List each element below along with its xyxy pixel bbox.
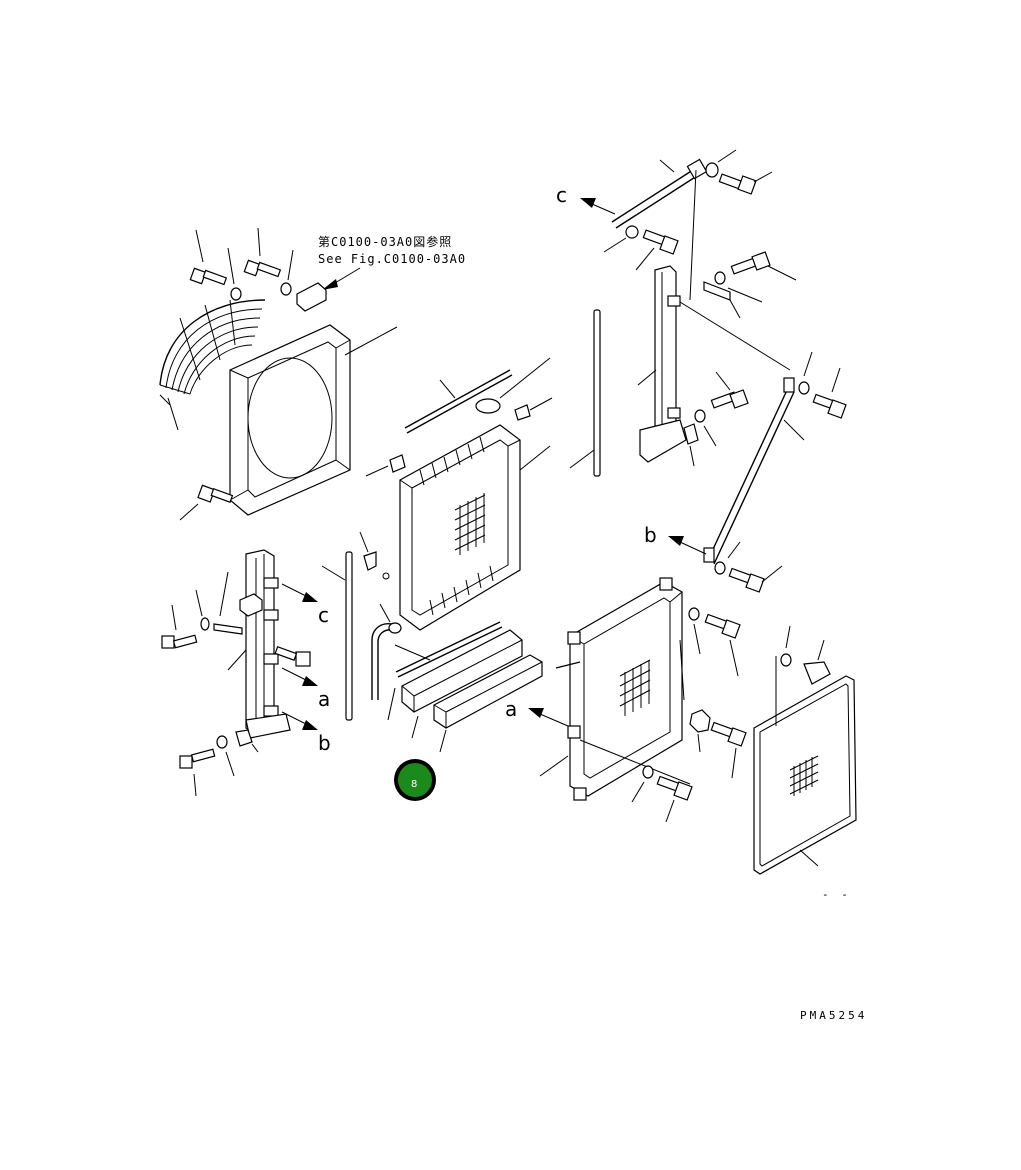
ref-arrow-b-right: b bbox=[644, 523, 707, 555]
net-screen bbox=[753, 656, 857, 875]
ref-arrow-b-left: b bbox=[281, 711, 331, 755]
bolt-right-1 bbox=[730, 251, 797, 281]
drain-valve bbox=[359, 531, 390, 580]
washer-left-2 bbox=[216, 735, 235, 777]
ref-arrow-c-top: c bbox=[556, 183, 616, 215]
bolt-shroud-lower bbox=[179, 484, 234, 521]
washer-shroud-1 bbox=[227, 247, 242, 301]
plate-left bbox=[213, 571, 243, 635]
svg-text:8: 8 bbox=[411, 779, 417, 790]
seal-strip-top bbox=[404, 369, 513, 434]
note-arrow bbox=[322, 267, 361, 290]
bolt-top-2 bbox=[635, 229, 679, 271]
svg-text:b: b bbox=[644, 523, 657, 547]
svg-text:c: c bbox=[318, 603, 329, 627]
reference-note-jp: 第C0100-03A0図参照 bbox=[318, 234, 452, 249]
net-frame bbox=[539, 577, 685, 801]
washer-left-1 bbox=[195, 589, 210, 631]
washer-diag-2 bbox=[714, 541, 741, 575]
ref-arrow-a-left: a bbox=[281, 667, 330, 711]
seal-block-small-1 bbox=[514, 397, 553, 421]
fan-shroud bbox=[229, 324, 398, 516]
seal-block-small-2 bbox=[365, 454, 406, 477]
svg-text:a: a bbox=[318, 687, 330, 711]
reference-note-en: See Fig.C0100-03A0 bbox=[318, 252, 466, 266]
drawing-code: PMA5254 bbox=[800, 1009, 867, 1022]
seal-block-2 bbox=[433, 654, 543, 753]
ref-arrow-c-left: c bbox=[281, 583, 329, 627]
washer-right-2 bbox=[694, 409, 717, 447]
bolt-right-2 bbox=[710, 371, 749, 409]
seal-strip-tall bbox=[569, 309, 601, 477]
bolt-frame-2 bbox=[710, 721, 747, 779]
seal-block-1 bbox=[401, 629, 523, 739]
washer-net bbox=[780, 625, 792, 667]
svg-text:a: a bbox=[505, 697, 517, 721]
bolt-left-3 bbox=[179, 748, 216, 797]
support-left bbox=[227, 549, 291, 739]
pin-frame bbox=[555, 661, 691, 785]
bolt-diag-1 bbox=[812, 367, 847, 419]
washer-frame-2 bbox=[631, 765, 654, 803]
svg-text:b: b bbox=[318, 731, 331, 755]
callout-marker[interactable]: 8 bbox=[394, 759, 436, 801]
radiator-cap bbox=[475, 357, 551, 414]
clip-right bbox=[683, 423, 699, 467]
wing-bolt-net bbox=[803, 639, 831, 685]
nut-frame bbox=[689, 709, 711, 753]
seal-strip-lower bbox=[394, 621, 503, 678]
washer-shroud-2 bbox=[280, 249, 294, 296]
bolt-left-2 bbox=[274, 645, 311, 667]
bolt-diag-2 bbox=[728, 565, 783, 593]
bolt-frame-1 bbox=[704, 613, 741, 677]
radiator bbox=[399, 424, 551, 631]
drain-hose bbox=[371, 603, 402, 721]
plate-right bbox=[703, 281, 741, 319]
bracket-left-clip bbox=[239, 593, 263, 617]
ref-arrow-a-right: a bbox=[505, 697, 569, 727]
fan-guard bbox=[159, 299, 266, 431]
support-right bbox=[637, 265, 791, 463]
stay-rod-diagonal bbox=[703, 377, 805, 565]
bolt-top-1 bbox=[718, 171, 773, 195]
clip-left-lower bbox=[235, 729, 259, 753]
bolt-left-1 bbox=[161, 604, 198, 649]
small-mark: - - bbox=[822, 888, 851, 901]
bolt-shroud-2 bbox=[243, 227, 282, 278]
seal-strip-left bbox=[321, 551, 353, 721]
bolt-shroud-1 bbox=[189, 229, 228, 286]
bolt-frame-3 bbox=[656, 775, 693, 823]
washer-top-1 bbox=[705, 149, 737, 178]
washer-top-2 bbox=[603, 225, 639, 253]
washer-diag-1 bbox=[798, 351, 813, 395]
washer-frame-1 bbox=[688, 607, 701, 655]
clip-top bbox=[296, 282, 327, 312]
washer-right-1 bbox=[714, 271, 763, 303]
svg-text:c: c bbox=[556, 183, 567, 207]
stay-rod-top bbox=[611, 158, 708, 301]
